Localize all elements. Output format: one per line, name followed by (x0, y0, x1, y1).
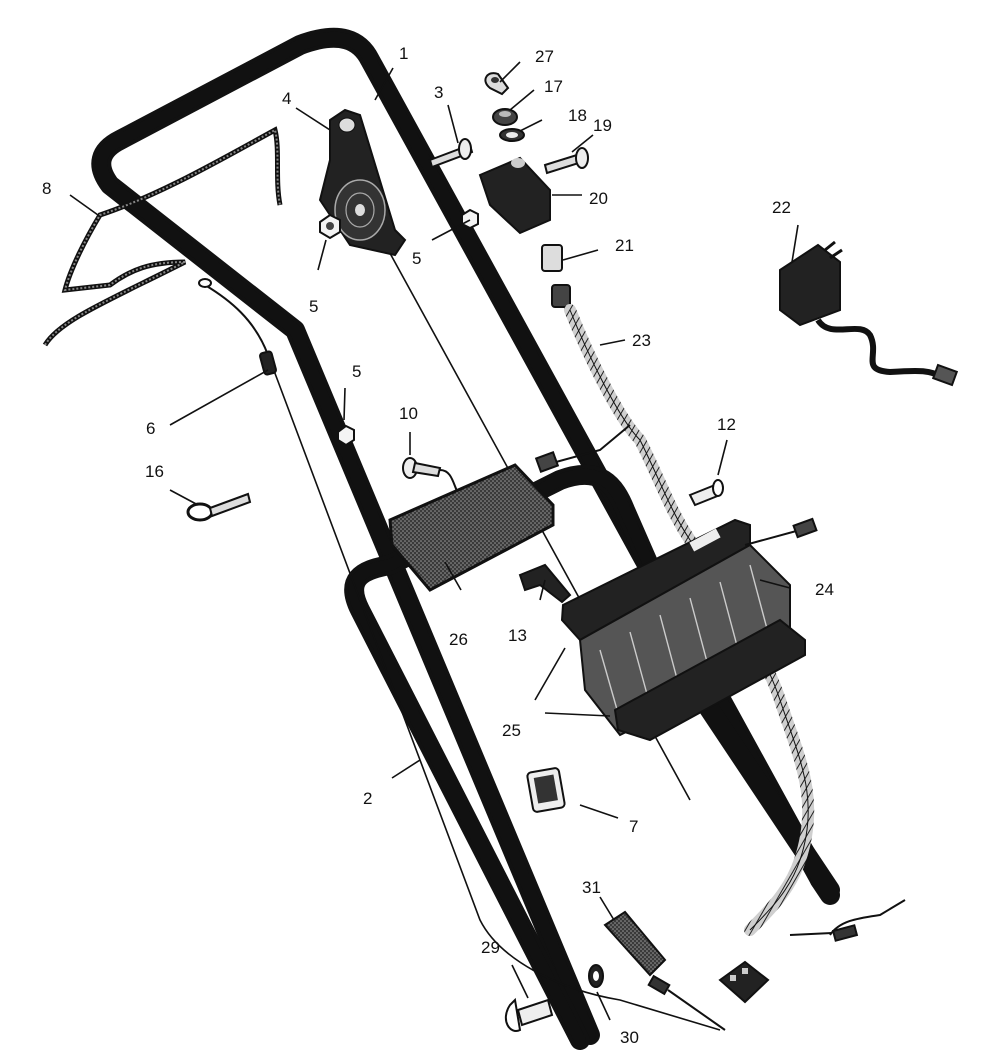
callout-18: 18 (568, 106, 587, 125)
callout-24: 24 (815, 580, 834, 599)
callout-5b: 5 (412, 249, 422, 268)
callout-5a: 5 (309, 297, 319, 316)
callout-13: 13 (508, 626, 527, 645)
screw-19 (543, 147, 589, 175)
callout-26: 26 (449, 630, 468, 649)
connector-21 (541, 244, 571, 308)
callout-22: 22 (772, 198, 791, 217)
washer-18 (499, 128, 525, 142)
callout-27: 27 (535, 47, 554, 66)
key-switch-block (478, 156, 551, 235)
carriage-bolt-29 (504, 997, 554, 1032)
callout-23: 23 (632, 331, 651, 350)
callout-20: 20 (589, 189, 608, 208)
callout-12: 12 (717, 415, 736, 434)
key (484, 72, 510, 96)
knob-13 (518, 563, 572, 604)
callout-1: 1 (399, 44, 409, 63)
cable-end (647, 974, 671, 996)
callout-5c: 5 (352, 362, 362, 381)
callout-19: 19 (593, 116, 612, 135)
decal-7 (526, 767, 566, 813)
harness-plug (534, 451, 560, 473)
nut-1 (319, 213, 341, 240)
callout-7: 7 (629, 817, 639, 836)
callout-17: 17 (544, 77, 563, 96)
callout-30: 30 (620, 1028, 639, 1047)
callout-31: 31 (582, 878, 601, 897)
bolt-12 (688, 479, 724, 507)
harness-lower-plug (718, 960, 770, 1004)
nut-2 (461, 208, 479, 230)
callout-21: 21 (615, 236, 634, 255)
battery-tray (613, 618, 806, 742)
callout-2: 2 (363, 789, 373, 808)
callout-3: 3 (434, 83, 444, 102)
washer-30 (588, 964, 604, 988)
callout-8: 8 (42, 179, 52, 198)
callout-25: 25 (502, 721, 521, 740)
bolt-3 (428, 138, 474, 169)
cable-guide-31 (603, 910, 667, 977)
callout-16: 16 (145, 462, 164, 481)
callout-6: 6 (146, 419, 156, 438)
eyebolt-16 (186, 492, 252, 522)
nut-17 (492, 108, 518, 126)
callout-4: 4 (282, 89, 292, 108)
cable-clip-6 (198, 278, 277, 376)
control-housing (318, 108, 407, 257)
leader-lines (69, 61, 799, 1021)
battery-charger (779, 240, 959, 387)
bail-cable (42, 126, 283, 347)
battery-pack (560, 517, 818, 737)
lower-bracket (388, 463, 555, 592)
nut-3 (337, 424, 355, 447)
callout-29: 29 (481, 938, 500, 957)
callout-10: 10 (399, 404, 418, 423)
